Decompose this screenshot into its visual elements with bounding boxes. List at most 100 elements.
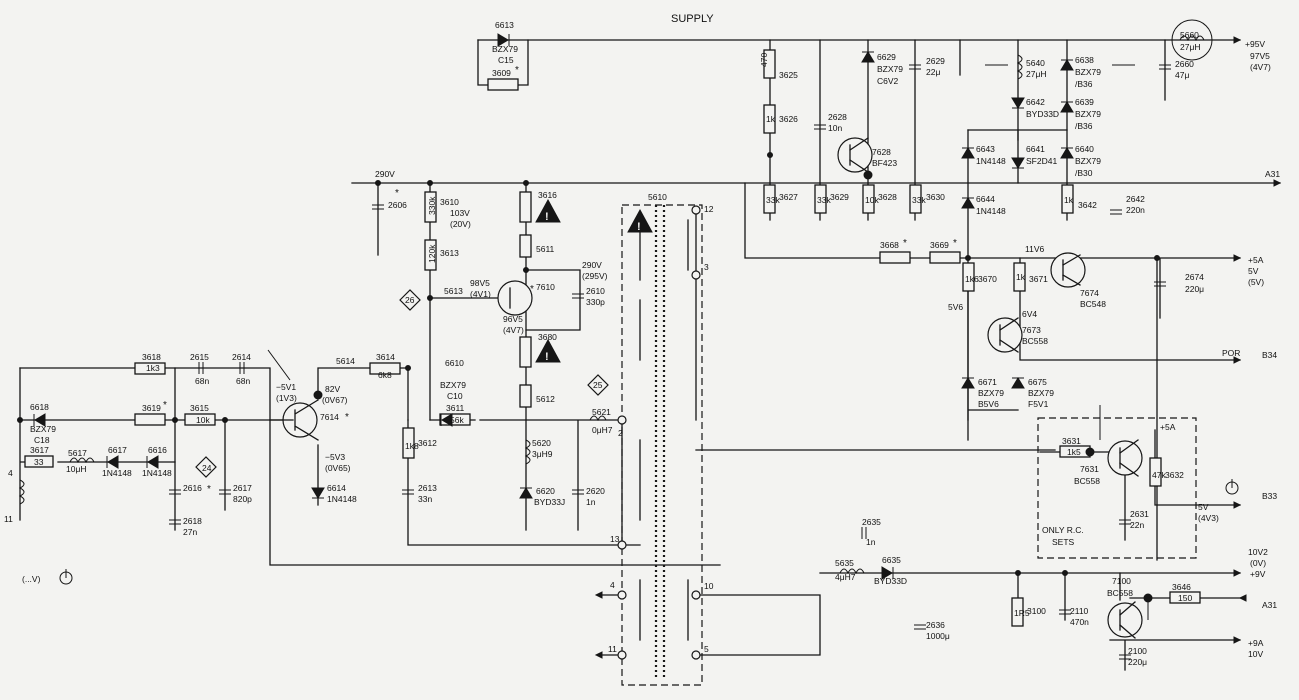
- lbl-3613-val: 120k: [427, 244, 437, 263]
- lbl-5660: 5660: [1180, 30, 1199, 40]
- lbl-6638: 6638: [1075, 55, 1094, 65]
- v-11v6: 11V6: [1025, 244, 1044, 254]
- resistor-3627: [763, 184, 776, 214]
- cap-2615: [198, 362, 204, 374]
- lbl-3612: 3612: [418, 438, 437, 448]
- lbl-3625: 3625: [779, 70, 798, 80]
- lbl-ref26: 26: [405, 295, 415, 305]
- lbl-6635-type: BYD33D: [874, 576, 907, 586]
- lbl-7674-type: BC548: [1080, 299, 1106, 309]
- pin-13: [617, 540, 627, 550]
- lbl-3611-val: 56k: [450, 415, 464, 425]
- signal-arrows: [594, 36, 1282, 659]
- lbl-2615-val: 68n: [195, 376, 209, 386]
- lbl-3617: 3617: [30, 445, 49, 455]
- lbl-6613-val: C15: [498, 55, 514, 65]
- lbl-2636-val: 1000μ: [926, 631, 950, 641]
- lbl-3613: 3613: [440, 248, 459, 258]
- cap-2629: [909, 64, 921, 70]
- rail-95v: +95V: [1245, 39, 1265, 49]
- inductor-5635: [839, 568, 865, 575]
- lbl-6620: 6620: [536, 486, 555, 496]
- lbl-6629: 6629: [877, 52, 896, 62]
- lbl-2635: 2635: [862, 517, 881, 527]
- rail-10v2-sub: (0V): [1250, 558, 1266, 568]
- rc-only-box: [1037, 417, 1197, 559]
- lbl-3642-val: 1k: [1064, 195, 1074, 205]
- warning-mark: !: [545, 351, 549, 363]
- lbl-conn-4: 4: [8, 468, 13, 478]
- cap-2616: [169, 489, 181, 495]
- wiring: [19, 39, 1281, 671]
- rail-9v: +9V: [1250, 569, 1266, 579]
- v-5v6: 5V6: [948, 302, 963, 312]
- v-m5v3-sub: (0V65): [325, 463, 351, 473]
- lbl-5620: 5620: [532, 438, 551, 448]
- lbl-2615: 2615: [190, 352, 209, 362]
- lbl-3632-val: 47k: [1152, 470, 1166, 480]
- lbl-6635: 6635: [882, 555, 901, 565]
- lbl-6643-type: 1N4148: [976, 156, 1006, 166]
- lbl-6641: 6641: [1026, 144, 1045, 154]
- resistor-3629: [814, 184, 827, 214]
- inductor-5617: [69, 457, 95, 464]
- lbl-6616: 6616: [148, 445, 167, 455]
- cap-2613: [402, 489, 414, 495]
- lbl-3628: 3628: [878, 192, 897, 202]
- lbl-3617-val: 33: [34, 457, 44, 467]
- lbl-3670: 3670: [978, 274, 997, 284]
- lbl-3629-val: 33k: [817, 195, 831, 205]
- transistor-7631: [1107, 440, 1143, 476]
- inductor-5611: [519, 234, 532, 258]
- v-98v5: 98V5: [470, 278, 490, 288]
- resistor-3610: [424, 191, 437, 223]
- lbl-5617-val: 10μH: [66, 464, 87, 474]
- cap-2660: [1159, 64, 1171, 70]
- diode-6629: [861, 51, 875, 63]
- lbl-2636: 2636: [926, 620, 945, 630]
- lbl-3627: 3627: [779, 192, 798, 202]
- pin-4: [617, 590, 627, 600]
- lbl-3671: 3671: [1029, 274, 1048, 284]
- lbl-6642-type: BYD33D: [1026, 109, 1059, 119]
- pin-3: [691, 270, 701, 280]
- lbl-3626: 3626: [779, 114, 798, 124]
- lbl-3619: 3619: [142, 403, 161, 413]
- lbl-3646: 3646: [1172, 582, 1191, 592]
- cap-2636: [914, 624, 926, 630]
- lbl-7628: 7628: [872, 147, 891, 157]
- star-3619: *: [163, 400, 167, 411]
- labels: SUPPLY ! ! ! +95V 97V5 (4V7) A31 +5A 5V …: [4, 13, 1280, 667]
- warning-icon-3616: [535, 198, 561, 223]
- lbl-3626-val: 1k: [766, 114, 776, 124]
- lbl-3668: 3668: [880, 240, 899, 250]
- lbl-3669: 3669: [930, 240, 949, 250]
- lbl-5612: 5612: [536, 394, 555, 404]
- lbl-3610: 3610: [440, 197, 459, 207]
- lbl-2610-val: 330p: [586, 297, 605, 307]
- lbl-6638-type: BZX79: [1075, 67, 1101, 77]
- lbl-3610-val: 330k: [427, 196, 437, 215]
- diode-6614: [311, 487, 325, 499]
- ref-26-diamond: [399, 289, 421, 311]
- lbl-6613-type: BZX79: [492, 44, 518, 54]
- lbl-5640-val: 27μH: [1026, 69, 1047, 79]
- pin-11-label: 11: [608, 644, 617, 654]
- rail-5a-sub2: (5V): [1248, 277, 1264, 287]
- lbl-6638-val: /B36: [1075, 79, 1093, 89]
- star-3669: *: [953, 238, 957, 249]
- lbl-6629-val: C6V2: [877, 76, 899, 86]
- lbl-3615-val: 10k: [196, 415, 210, 425]
- v-290-left: 290V: [375, 169, 395, 179]
- pin-10-label: 10: [704, 581, 714, 591]
- standby-power-icon: [59, 569, 73, 585]
- lbl-2618: 2618: [183, 516, 202, 526]
- lbl-3631: 3631: [1062, 436, 1081, 446]
- diode-6642: [1011, 97, 1025, 109]
- star-2606: *: [395, 188, 399, 199]
- lbl-5621: 5621: [592, 407, 611, 417]
- lbl-6640: 6640: [1075, 144, 1094, 154]
- resistor-3613: [424, 239, 437, 271]
- v-96v5-sub: (4V7): [503, 325, 524, 335]
